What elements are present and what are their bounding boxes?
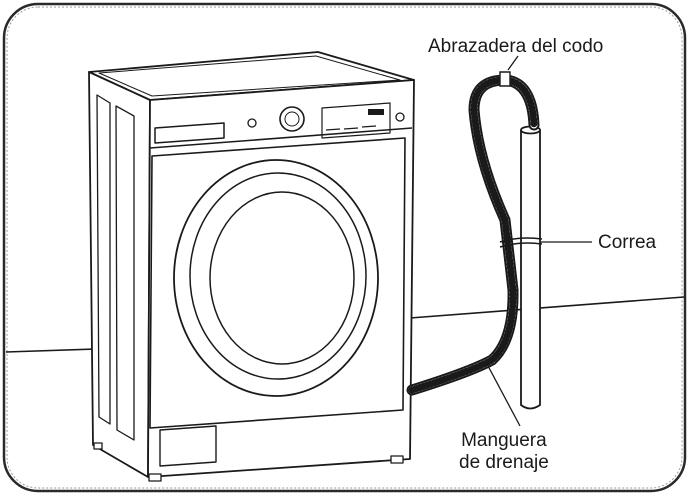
leader-elbow xyxy=(507,55,519,71)
start-button xyxy=(395,112,405,122)
display-panel xyxy=(321,102,391,139)
leader-hose xyxy=(486,363,521,427)
cycle-knob xyxy=(279,106,305,132)
washer-top-inner xyxy=(98,55,401,97)
elbow-clamp-label: Abrazadera del codo xyxy=(428,36,604,57)
display-screen xyxy=(368,109,384,115)
detergent-drawer xyxy=(154,122,225,144)
door-mid-ring xyxy=(189,172,367,380)
washer-side-panel-2 xyxy=(115,105,135,441)
standpipe xyxy=(520,125,541,410)
drain-hose-label-line1: Manguera xyxy=(461,430,547,451)
foot-back-left xyxy=(93,442,103,450)
strap-label: Correa xyxy=(598,232,657,253)
control-panel-edge xyxy=(149,127,413,149)
strap xyxy=(499,237,543,248)
drain-hose-label: Manguera de drenaje xyxy=(459,430,549,474)
washer-illustration xyxy=(88,51,415,482)
washer-side-panel-1 xyxy=(96,94,111,425)
power-button xyxy=(247,118,257,128)
foot-front-right xyxy=(390,455,404,464)
drain-hose-label-line2: de drenaje xyxy=(459,452,549,473)
leader-lines xyxy=(486,55,592,427)
door-glass xyxy=(209,191,355,365)
access-panel xyxy=(159,425,217,467)
cycle-knob-inner xyxy=(284,111,300,127)
foot-front-left xyxy=(148,473,162,482)
elbow-clamp xyxy=(499,71,511,87)
diagram-border-inner xyxy=(6,6,683,489)
display-buttons xyxy=(325,125,377,131)
